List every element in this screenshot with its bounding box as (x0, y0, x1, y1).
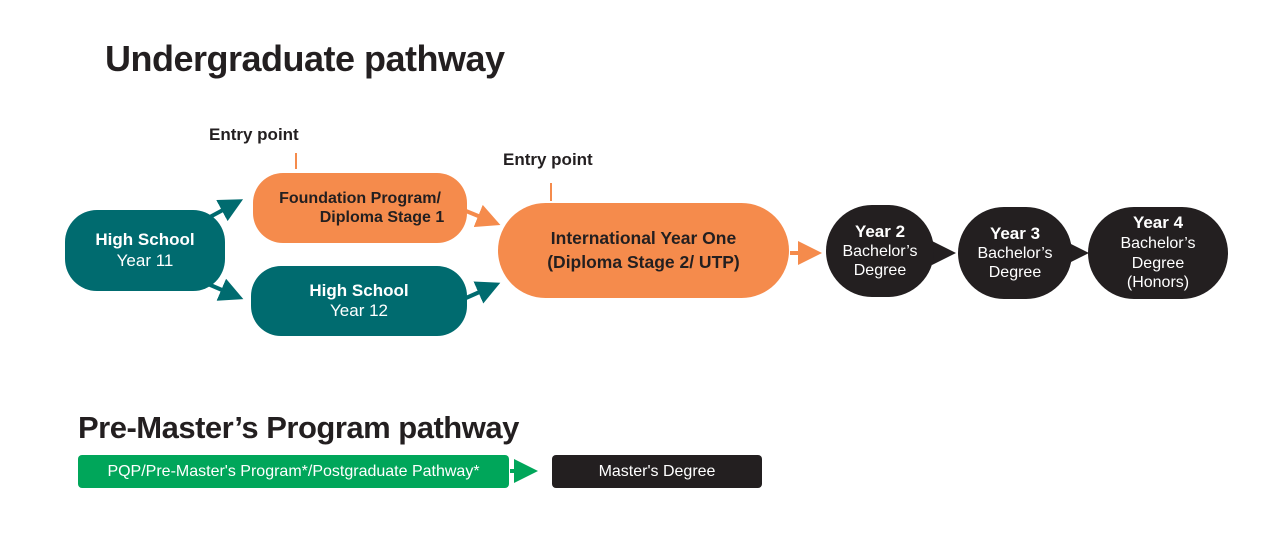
node-foundation-line1: Foundation Program/ (279, 189, 441, 207)
node-iyo-line1: International Year One (550, 227, 737, 248)
undergrad-title: Undergraduate pathway (105, 38, 505, 79)
node-pqp-premaster-program: PQP/Pre-Master's Program*/Postgraduate P… (78, 455, 509, 488)
node-year4-line1: Year 4 (1132, 213, 1184, 233)
node-high-school-year-11: High School Year 11 (65, 210, 225, 291)
node-year4-line4: (Honors) (1126, 274, 1190, 292)
node-foundation-program: Foundation Program/ Diploma Stage 1 (253, 173, 467, 243)
node-masters-degree: Master's Degree (552, 455, 762, 488)
arrow-hs11-to-foundation (207, 199, 244, 222)
node-high-school-12-line2: Year 12 (330, 301, 388, 320)
entry-point-tick-2 (550, 183, 552, 201)
node-year4-line3: Degree (1131, 254, 1185, 272)
node-year3-line1: Year 3 (989, 223, 1041, 243)
arrow-hs12-to-iyo (465, 281, 501, 304)
entry-point-tick-1 (295, 153, 297, 169)
node-masters-label: Master's Degree (598, 462, 716, 480)
entry-point-label-1: Entry point (209, 125, 299, 144)
node-international-year-one: International Year One (Diploma Stage 2/… (498, 203, 789, 298)
node-year3-line3: Degree (988, 264, 1042, 282)
node-year2-line3: Degree (853, 262, 907, 280)
arrow-foundation-to-iyo (465, 204, 501, 228)
node-high-school-11-line2: Year 11 (116, 250, 174, 270)
node-pqp-label: PQP/Pre-Master's Program*/Postgraduate P… (107, 462, 480, 480)
node-year3-line2: Bachelor’s (977, 245, 1053, 262)
node-year2-line2: Bachelor’s (842, 243, 918, 260)
node-high-school-year-12: High School Year 12 (251, 266, 467, 336)
node-year-2: Year 2 Bachelor’s Degree (826, 205, 934, 297)
premaster-title: Pre-Master’s Program pathway (78, 410, 519, 445)
node-high-school-12-line1: High School (309, 280, 409, 300)
node-year-3: Year 3 Bachelor’s Degree (958, 207, 1072, 299)
node-year2-line1: Year 2 (854, 221, 906, 241)
node-iyo-line2: (Diploma Stage 2/ UTP) (547, 251, 740, 272)
node-foundation-line2: Diploma Stage 1 (319, 209, 445, 226)
entry-point-label-2: Entry point (503, 150, 593, 169)
arrow-hs11-to-hs12 (207, 278, 244, 301)
node-year4-line2: Bachelor’s (1120, 235, 1196, 253)
node-high-school-11-line1: High School (95, 230, 195, 250)
node-year-4: Year 4 Bachelor’s Degree (Honors) (1088, 207, 1228, 299)
